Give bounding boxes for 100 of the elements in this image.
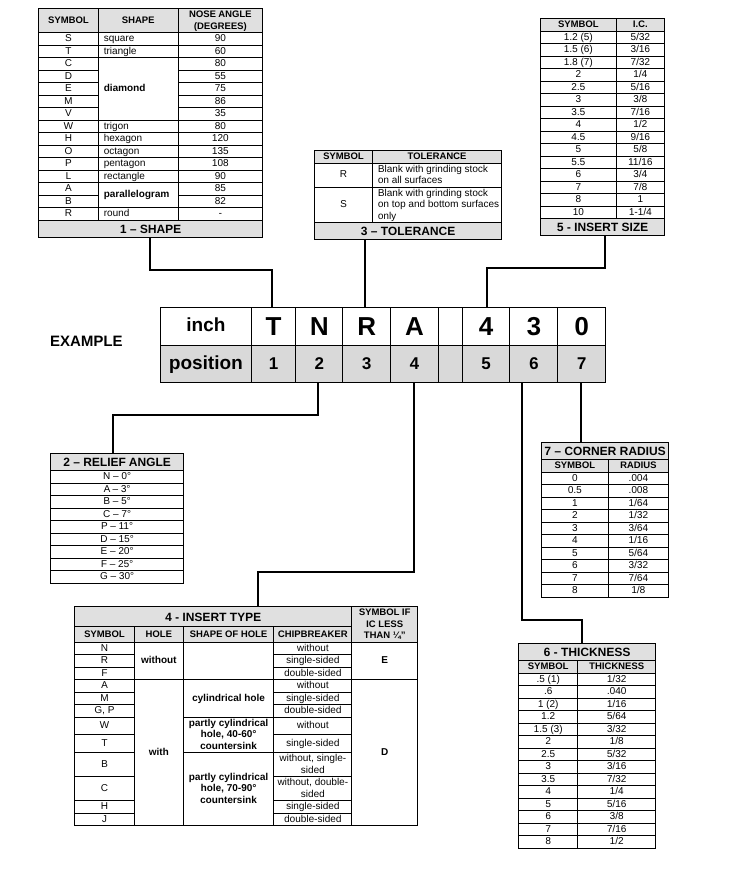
table-entry: diamond [98, 58, 178, 120]
table-entry: .004 [608, 472, 668, 484]
table-entry: without [274, 642, 352, 654]
code-column [509, 308, 558, 382]
table-entry: A [74, 680, 134, 692]
code-table [160, 307, 606, 383]
table-entry: trigon [98, 120, 178, 132]
blank-column [438, 308, 462, 382]
table-entry: O [38, 145, 98, 158]
table-entry: 3/8 [578, 810, 656, 823]
table-entry: H [38, 132, 98, 145]
table-entry: E [352, 642, 418, 680]
data-table [314, 150, 502, 240]
table-entry: 7/32 [616, 56, 664, 68]
table-entry: 55 [178, 70, 262, 82]
table-entry: 0.5 [542, 484, 608, 497]
code-column [250, 308, 296, 382]
table-entry: cylindrical hole [183, 680, 274, 717]
code-column [342, 308, 390, 382]
table-entry: 90 [178, 32, 262, 45]
table-title: 5 - INSERT SIZE [540, 218, 664, 236]
table-entry: M [74, 692, 134, 704]
table-entry: 3/16 [578, 760, 656, 773]
leader-line [486, 236, 606, 308]
table-entry: without [274, 680, 352, 692]
column-header: SYMBOL [518, 660, 578, 673]
table-entry: 82 [178, 195, 262, 208]
table-title: 7 – CORNER RADIUS [542, 442, 668, 460]
column-header: THICKNESS [578, 660, 656, 673]
data-table [74, 606, 418, 826]
angle-entry: E – 20° [50, 546, 184, 558]
table-entry: 1/32 [608, 510, 668, 522]
table-entry: 1/2 [616, 118, 664, 131]
table-entry: 5/32 [578, 748, 656, 760]
data-table [518, 643, 656, 848]
table-entry: W [74, 717, 134, 735]
table-title: 4 - INSERT TYPE [74, 606, 352, 627]
table-entry: 4 [518, 786, 578, 798]
table-entry: V [38, 108, 98, 120]
table-entry: 86 [178, 95, 262, 108]
table-entry: R [74, 654, 134, 667]
data-table [50, 453, 184, 584]
table-entry: F [74, 667, 134, 680]
table-entry: N [74, 642, 134, 654]
table-entry: pentagon [98, 158, 178, 170]
table-entry: S [38, 32, 98, 45]
table-entry: 7 [540, 181, 616, 194]
data-table [38, 8, 263, 238]
table-entry: round [98, 208, 178, 220]
table-entry: 0 [542, 472, 608, 484]
table-entry: 5/16 [616, 81, 664, 94]
column-header: HOLE [134, 626, 184, 642]
table-entry: P [38, 158, 98, 170]
table-entry: 75 [178, 82, 262, 95]
table-entry: .008 [608, 484, 668, 497]
table-entry: R [38, 208, 98, 220]
table-entry: 3 [542, 522, 608, 534]
table-entry: 1/8 [578, 736, 656, 748]
table-entry: 108 [178, 158, 262, 170]
table-entry: 5/8 [616, 144, 664, 156]
table-entry: 3/32 [608, 560, 668, 572]
table-entry: 4.5 [540, 131, 616, 144]
table-entry: 135 [178, 145, 262, 158]
table-entry: 1/8 [608, 584, 668, 597]
table-entry: triangle [98, 45, 178, 58]
column-header: NOSE ANGLE (DEGREES) [178, 8, 262, 32]
code-column [557, 308, 605, 382]
column-header: SYMBOL [314, 150, 372, 163]
table-entry: parallelogram [98, 182, 178, 208]
table-entry: 5 [518, 798, 578, 810]
table-entry: D [352, 680, 418, 826]
column-header: RADIUS [608, 460, 668, 472]
table-entry: square [98, 32, 178, 45]
angle-entry: D – 15° [50, 533, 184, 546]
table-entry: - [178, 208, 262, 220]
leader-line [149, 238, 273, 308]
row-header: position [161, 346, 251, 382]
table-entry: 9/16 [616, 131, 664, 144]
table-entry: 3.5 [540, 106, 616, 118]
table-entry: 8 [540, 194, 616, 206]
table-entry: .5 (1) [518, 673, 578, 686]
table-entry: 3/32 [578, 723, 656, 736]
table-entry: double-sided [274, 704, 352, 717]
table-entry: double-sided [274, 813, 352, 826]
angle-entry: B – 5° [50, 496, 184, 508]
position-number: 3 [343, 346, 390, 382]
table-entry: 7/64 [608, 572, 668, 584]
table-entry: 2 [518, 736, 578, 748]
table-entry: 7/16 [578, 823, 656, 836]
table-entry: 5.5 [540, 156, 616, 168]
table-entry: M [38, 95, 98, 108]
table-entry: 1/64 [608, 497, 668, 510]
leader-line [521, 382, 583, 643]
column-header: SYMBOL [74, 626, 134, 642]
table-entry: J [74, 813, 134, 826]
table-entry: 120 [178, 132, 262, 145]
table-entry: G, P [74, 704, 134, 717]
angle-entry: N – 0° [50, 470, 184, 483]
table-entry: 3/64 [608, 522, 668, 534]
table-entry: 8 [518, 836, 578, 848]
